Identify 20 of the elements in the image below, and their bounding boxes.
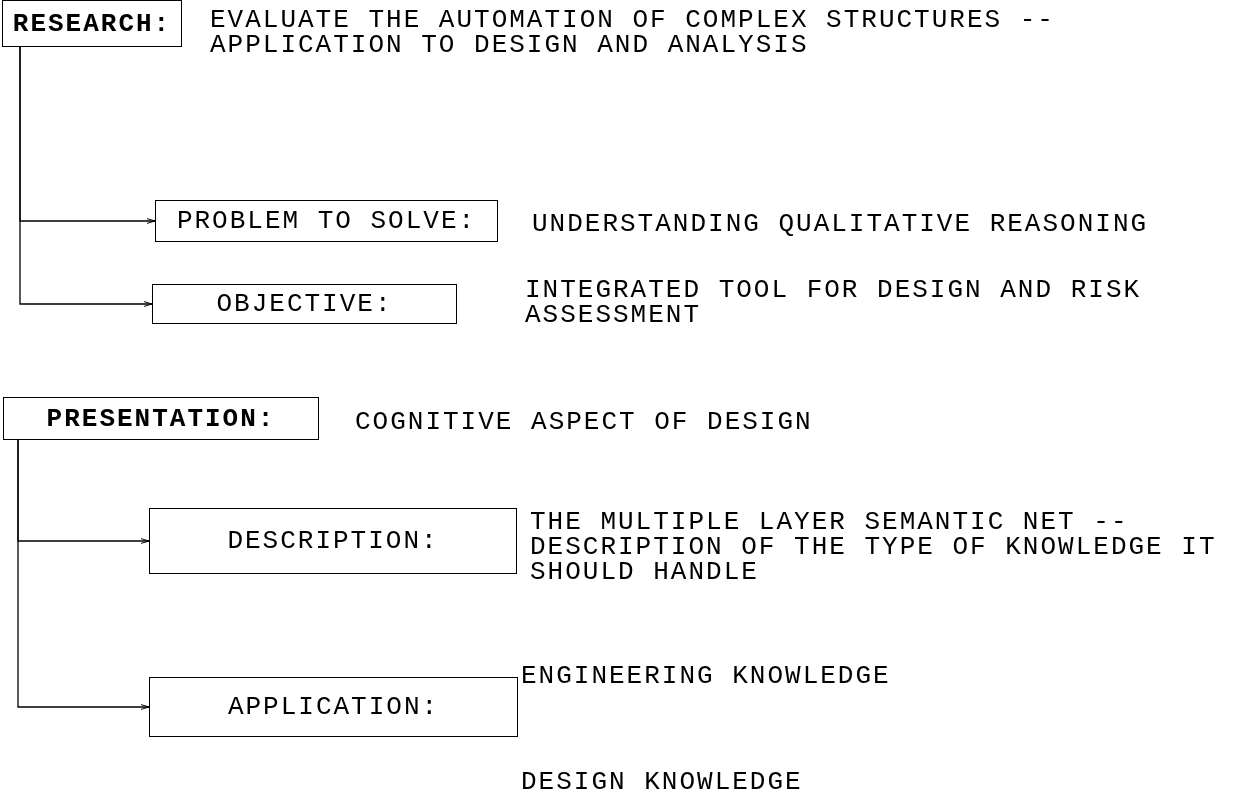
label-box xyxy=(152,284,457,324)
description-text: EVALUATE THE AUTOMATION OF COMPLEX STRUCTURES -- APPLICATION TO DESIGN AND ANALYSIS xyxy=(210,8,1056,58)
label-box xyxy=(2,0,182,47)
description-text: DESIGN KNOWLEDGE xyxy=(521,770,804,795)
description-text: UNDERSTANDING QUALITATIVE REASONING xyxy=(532,212,1150,237)
box-label: PROBLEM TO SOLVE: xyxy=(176,206,477,236)
box-label: PRESENTATION: xyxy=(46,403,276,434)
description-text: ENGINEERING KNOWLEDGE xyxy=(521,664,892,689)
label-box xyxy=(3,397,319,440)
description-text: INTEGRATED TOOL FOR DESIGN AND RISK ASSESSMENT xyxy=(525,278,1143,328)
connector-arrow xyxy=(17,439,150,710)
label-box xyxy=(155,200,498,242)
box-label: APPLICATION: xyxy=(227,692,440,722)
label-box xyxy=(149,677,518,737)
box-label: RESEARCH: xyxy=(12,8,172,39)
box-label: OBJECTIVE: xyxy=(216,289,393,319)
description-text: COGNITIVE ASPECT OF DESIGN xyxy=(355,410,814,435)
description-text: THE MULTIPLE LAYER SEMANTIC NET -- DESCRIPTION OF THE TYPE OF KNOWLEDGE IT SHOULD HANDLE xyxy=(530,510,1218,585)
label-box xyxy=(149,508,517,574)
box-label: DESCRIPTION: xyxy=(227,526,439,556)
